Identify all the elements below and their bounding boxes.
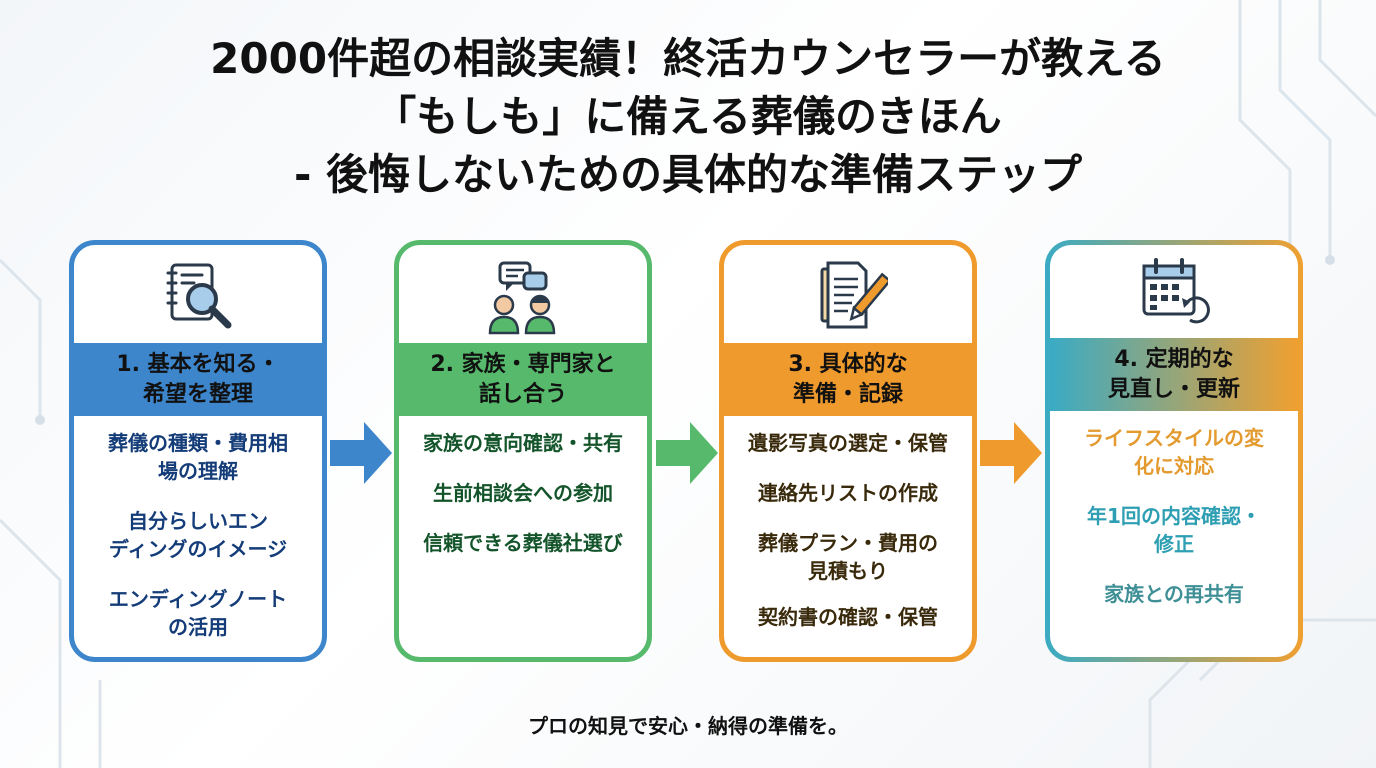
arrow-right-icon <box>656 422 718 484</box>
step-3-item-2: 連絡先リストの作成 <box>758 481 938 505</box>
step-3-item-1: 遺影写真の選定・保管 <box>748 431 948 455</box>
title-line-1: 2000件超の相談実績！終活カウンセラーが教える <box>210 34 1166 83</box>
step-1-item-3: エンディングノート の活用 <box>108 587 288 639</box>
step-card-1: 1. 基本を知る・ 希望を整理 葬儀の種類・費用相 場の理解 自分らしいエン デ… <box>69 240 327 662</box>
step-3-item-4: 契約書の確認・保管 <box>758 605 938 629</box>
title-line-3: - 後悔しないための具体的な準備ステップ <box>293 150 1083 199</box>
step-4-item-1: ライフスタイルの変 化に対応 <box>1084 426 1264 478</box>
arrow-right-icon <box>980 422 1042 484</box>
title-line-2: 「もしも」に備える葬儀のきほん <box>374 92 1002 141</box>
page-title: 2000件超の相談実績！終活カウンセラーが教える 「もしも」に備える葬儀のきほん… <box>0 30 1376 204</box>
arrow-right-icon <box>330 422 392 484</box>
step-2-item-1: 家族の意向確認・共有 <box>423 431 623 455</box>
document-pen-icon <box>724 259 972 337</box>
step-3-header: 3. 具体的な 準備・記録 <box>724 343 972 416</box>
step-1-items: 葬儀の種類・費用相 場の理解 自分らしいエン ディングのイメージ エンディングノ… <box>82 429 314 657</box>
step-1-item-1: 葬儀の種類・費用相 場の理解 <box>108 431 288 483</box>
footer-tagline: プロの知見で安心・納得の準備を。 <box>528 714 848 738</box>
step-card-2: 2. 家族・専門家と 話し合う 家族の意向確認・共有 生前相談会への参加 信頼で… <box>394 240 652 662</box>
step-card-3: 3. 具体的な 準備・記録 遺影写真の選定・保管 連絡先リストの作成 葬儀プラン… <box>719 240 977 662</box>
step-3-items: 遺影写真の選定・保管 連絡先リストの作成 葬儀プラン・費用の 見積もり 契約書の… <box>732 429 964 653</box>
step-1-item-2: 自分らしいエン ディングのイメージ <box>108 509 288 561</box>
step-3-item-3: 葬儀プラン・費用の 見積もり <box>758 531 938 583</box>
calendar-refresh-icon <box>1050 254 1298 332</box>
magnifier-notebook-icon <box>74 259 322 337</box>
step-4-item-3: 家族との再共有 <box>1104 582 1244 606</box>
step-4-header: 4. 定期的な 見直し・更新 <box>1050 338 1298 411</box>
step-1-header: 1. 基本を知る・ 希望を整理 <box>74 343 322 416</box>
step-card-4: 4. 定期的な 見直し・更新 ライフスタイルの変 化に対応 年1回の内容確認・ … <box>1045 240 1303 662</box>
step-4-items: ライフスタイルの変 化に対応 年1回の内容確認・ 修正 家族との再共有 <box>1058 424 1290 630</box>
step-2-item-2: 生前相談会への参加 <box>433 481 613 505</box>
step-2-items: 家族の意向確認・共有 生前相談会への参加 信頼できる葬儀社選び <box>407 429 639 579</box>
people-chat-icon <box>399 259 647 337</box>
step-2-header: 2. 家族・専門家と 話し合う <box>399 343 647 416</box>
step-2-item-3: 信頼できる葬儀社選び <box>423 531 623 555</box>
step-4-item-2: 年1回の内容確認・ 修正 <box>1087 504 1261 556</box>
